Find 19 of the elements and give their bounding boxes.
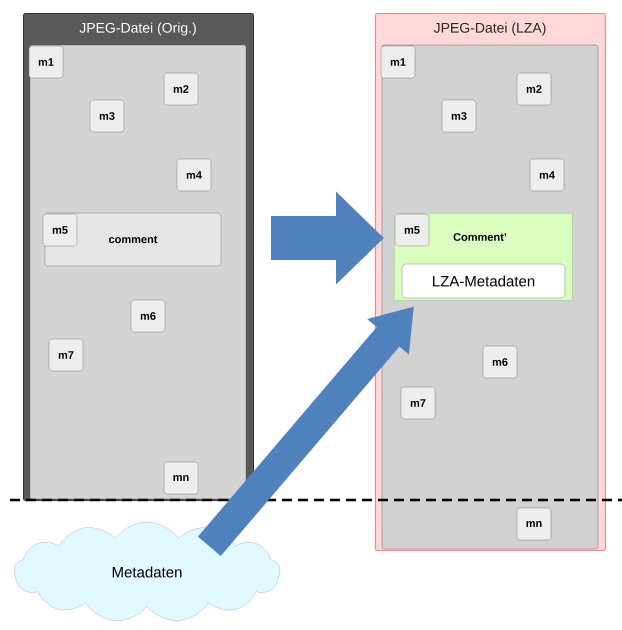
marker-box: m6 <box>130 300 166 332</box>
marker-box: m2 <box>516 72 552 106</box>
file-title: JPEG-Datei (LZA) <box>434 22 546 36</box>
marker-box: m2 <box>164 72 198 106</box>
marker-box: mn <box>164 462 198 494</box>
marker-box: m3 <box>90 100 124 132</box>
marker-box: mn <box>516 508 552 540</box>
file-title: JPEG-Datei (Orig.) <box>80 22 196 36</box>
marker-box: m7 <box>400 386 436 420</box>
metadata-box: LZA-Metadaten <box>402 264 566 298</box>
marker-box: m7 <box>48 338 84 372</box>
marker-box: m3 <box>442 100 476 132</box>
marker-box: m5 <box>394 214 430 246</box>
marker-box: m4 <box>176 158 212 192</box>
marker-box: m5 <box>42 214 78 246</box>
marker-box: m4 <box>530 158 564 192</box>
marker-box: m1 <box>28 46 64 78</box>
marker-box: m1 <box>380 46 416 78</box>
marker-box: m6 <box>482 346 518 378</box>
